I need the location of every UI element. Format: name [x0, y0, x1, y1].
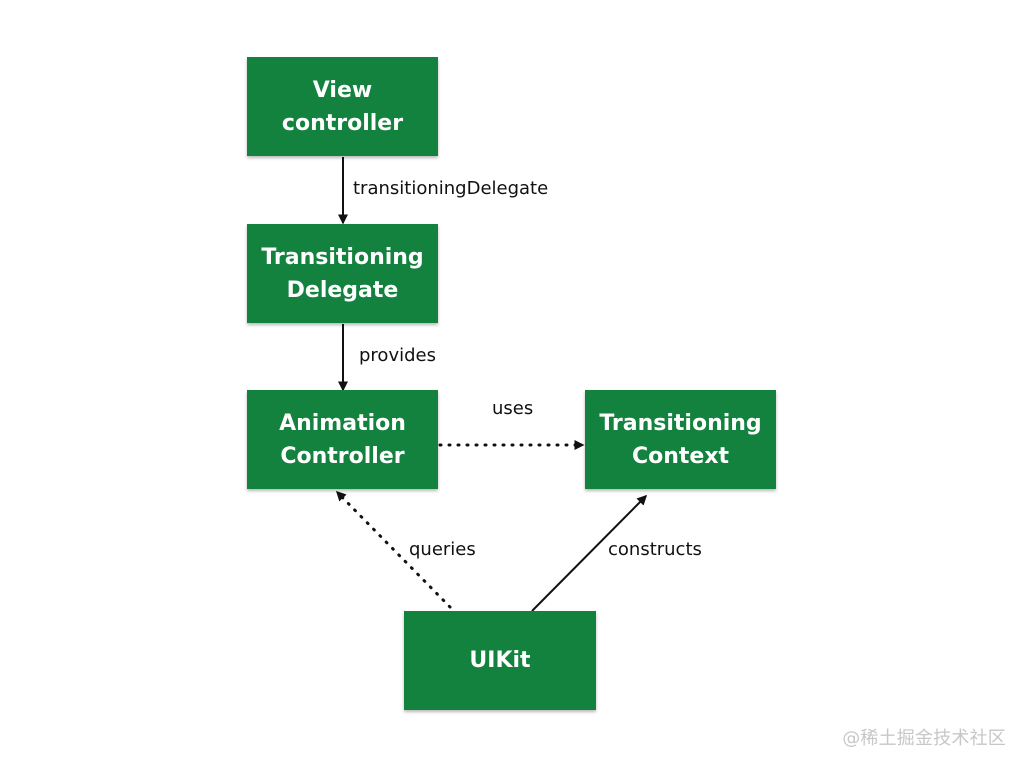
edge-uikit-to-animation [335, 490, 452, 609]
uses-edge-label: uses [492, 398, 534, 419]
transitioning-context-node: Transitioning Context [585, 390, 776, 489]
view-controller-node: View controller [247, 57, 438, 156]
uikit-label: UIKit [469, 648, 531, 673]
edge-uikit-to-context [531, 494, 648, 612]
transitioning-delegate-label: Transitioning Delegate [261, 244, 424, 303]
uikit-node: UIKit [404, 611, 596, 710]
constructs-edge-label: constructs [608, 539, 702, 560]
animation-controller-label: Animation Controller [279, 410, 406, 469]
view-controller-label: View controller [281, 77, 404, 136]
transitioning-context-label: Transitioning Context [599, 410, 762, 469]
provides-edge-label: provides [359, 345, 436, 366]
transitioning-delegate-edge-label: transitioningDelegate [353, 178, 549, 199]
animation-controller-node: Animation Controller [247, 390, 438, 489]
queries-edge-label: queries [409, 539, 476, 560]
transitioning-delegate-node: Transitioning Delegate [247, 224, 438, 323]
watermark-text: @稀土掘金技术社区 [842, 728, 1006, 749]
